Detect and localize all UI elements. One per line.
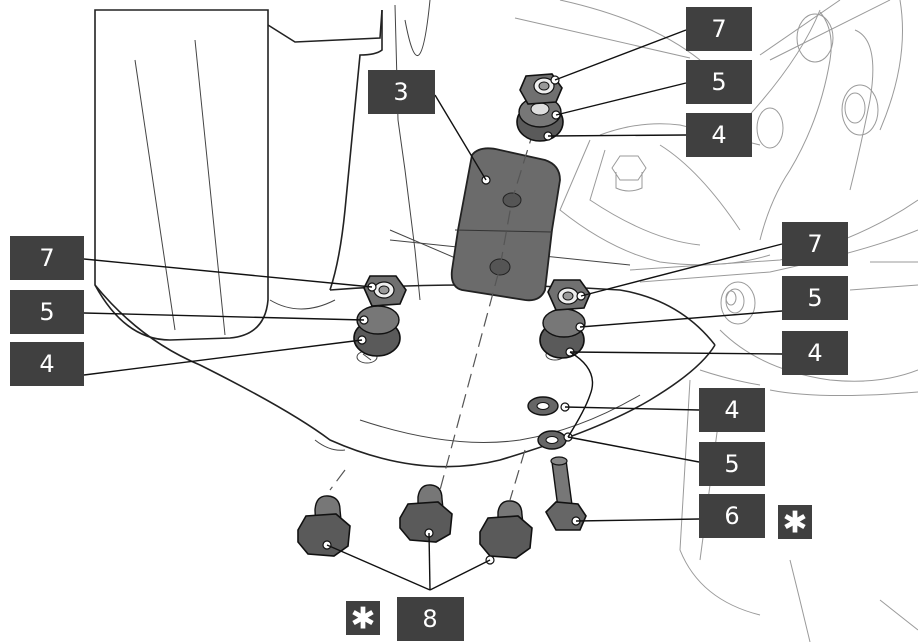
callout-top-5: 5 (686, 60, 752, 104)
callout-left-4: 4 (10, 342, 84, 386)
callout-label: 7 (711, 15, 726, 43)
callout-right-5: 5 (782, 276, 848, 320)
callout-label: 4 (711, 121, 726, 149)
callout-label: 5 (807, 284, 822, 312)
assembly-axes (329, 109, 541, 501)
callout-left-5: 5 (10, 290, 84, 334)
callout-label: 3 (393, 78, 408, 106)
bolts-part-8 (297, 484, 533, 565)
callout-left-7: 7 (10, 236, 84, 280)
star-icon: ✱ (350, 602, 375, 637)
callout-label: 5 (39, 298, 54, 326)
callout-label: 4 (724, 396, 739, 424)
callout-label: 5 (724, 450, 739, 478)
callout-label: 7 (39, 244, 54, 272)
callout-lower-5: 5 (699, 442, 765, 486)
callout-bolts-8: 8 (397, 597, 464, 641)
callout-right-4: 4 (782, 331, 848, 375)
hardware-stack-top (516, 73, 564, 142)
callout-label: 5 (711, 68, 726, 96)
callout-top-4: 4 (686, 113, 752, 157)
callout-label: 7 (807, 230, 822, 258)
star-marker-8: ✱ (346, 601, 380, 637)
bolt-left (297, 495, 351, 557)
callout-label: 4 (807, 339, 822, 367)
callout-bolt-6: 6 (699, 494, 765, 538)
bolt-middle (399, 484, 453, 543)
callout-right-7: 7 (782, 222, 848, 266)
callout-label: 8 (422, 605, 437, 633)
star-marker-6: ✱ (778, 505, 812, 541)
callout-lower-4: 4 (699, 388, 765, 432)
star-icon: ✱ (782, 506, 807, 541)
hardware-stack-right (527, 279, 591, 531)
callout-label: 4 (39, 350, 54, 378)
bracket-part-3 (450, 147, 561, 302)
leader-lines (83, 29, 783, 591)
callout-label: 6 (724, 502, 739, 530)
callout-bracket-3: 3 (368, 70, 435, 114)
callout-top-7: 7 (686, 7, 752, 51)
bolt-right (479, 500, 533, 565)
